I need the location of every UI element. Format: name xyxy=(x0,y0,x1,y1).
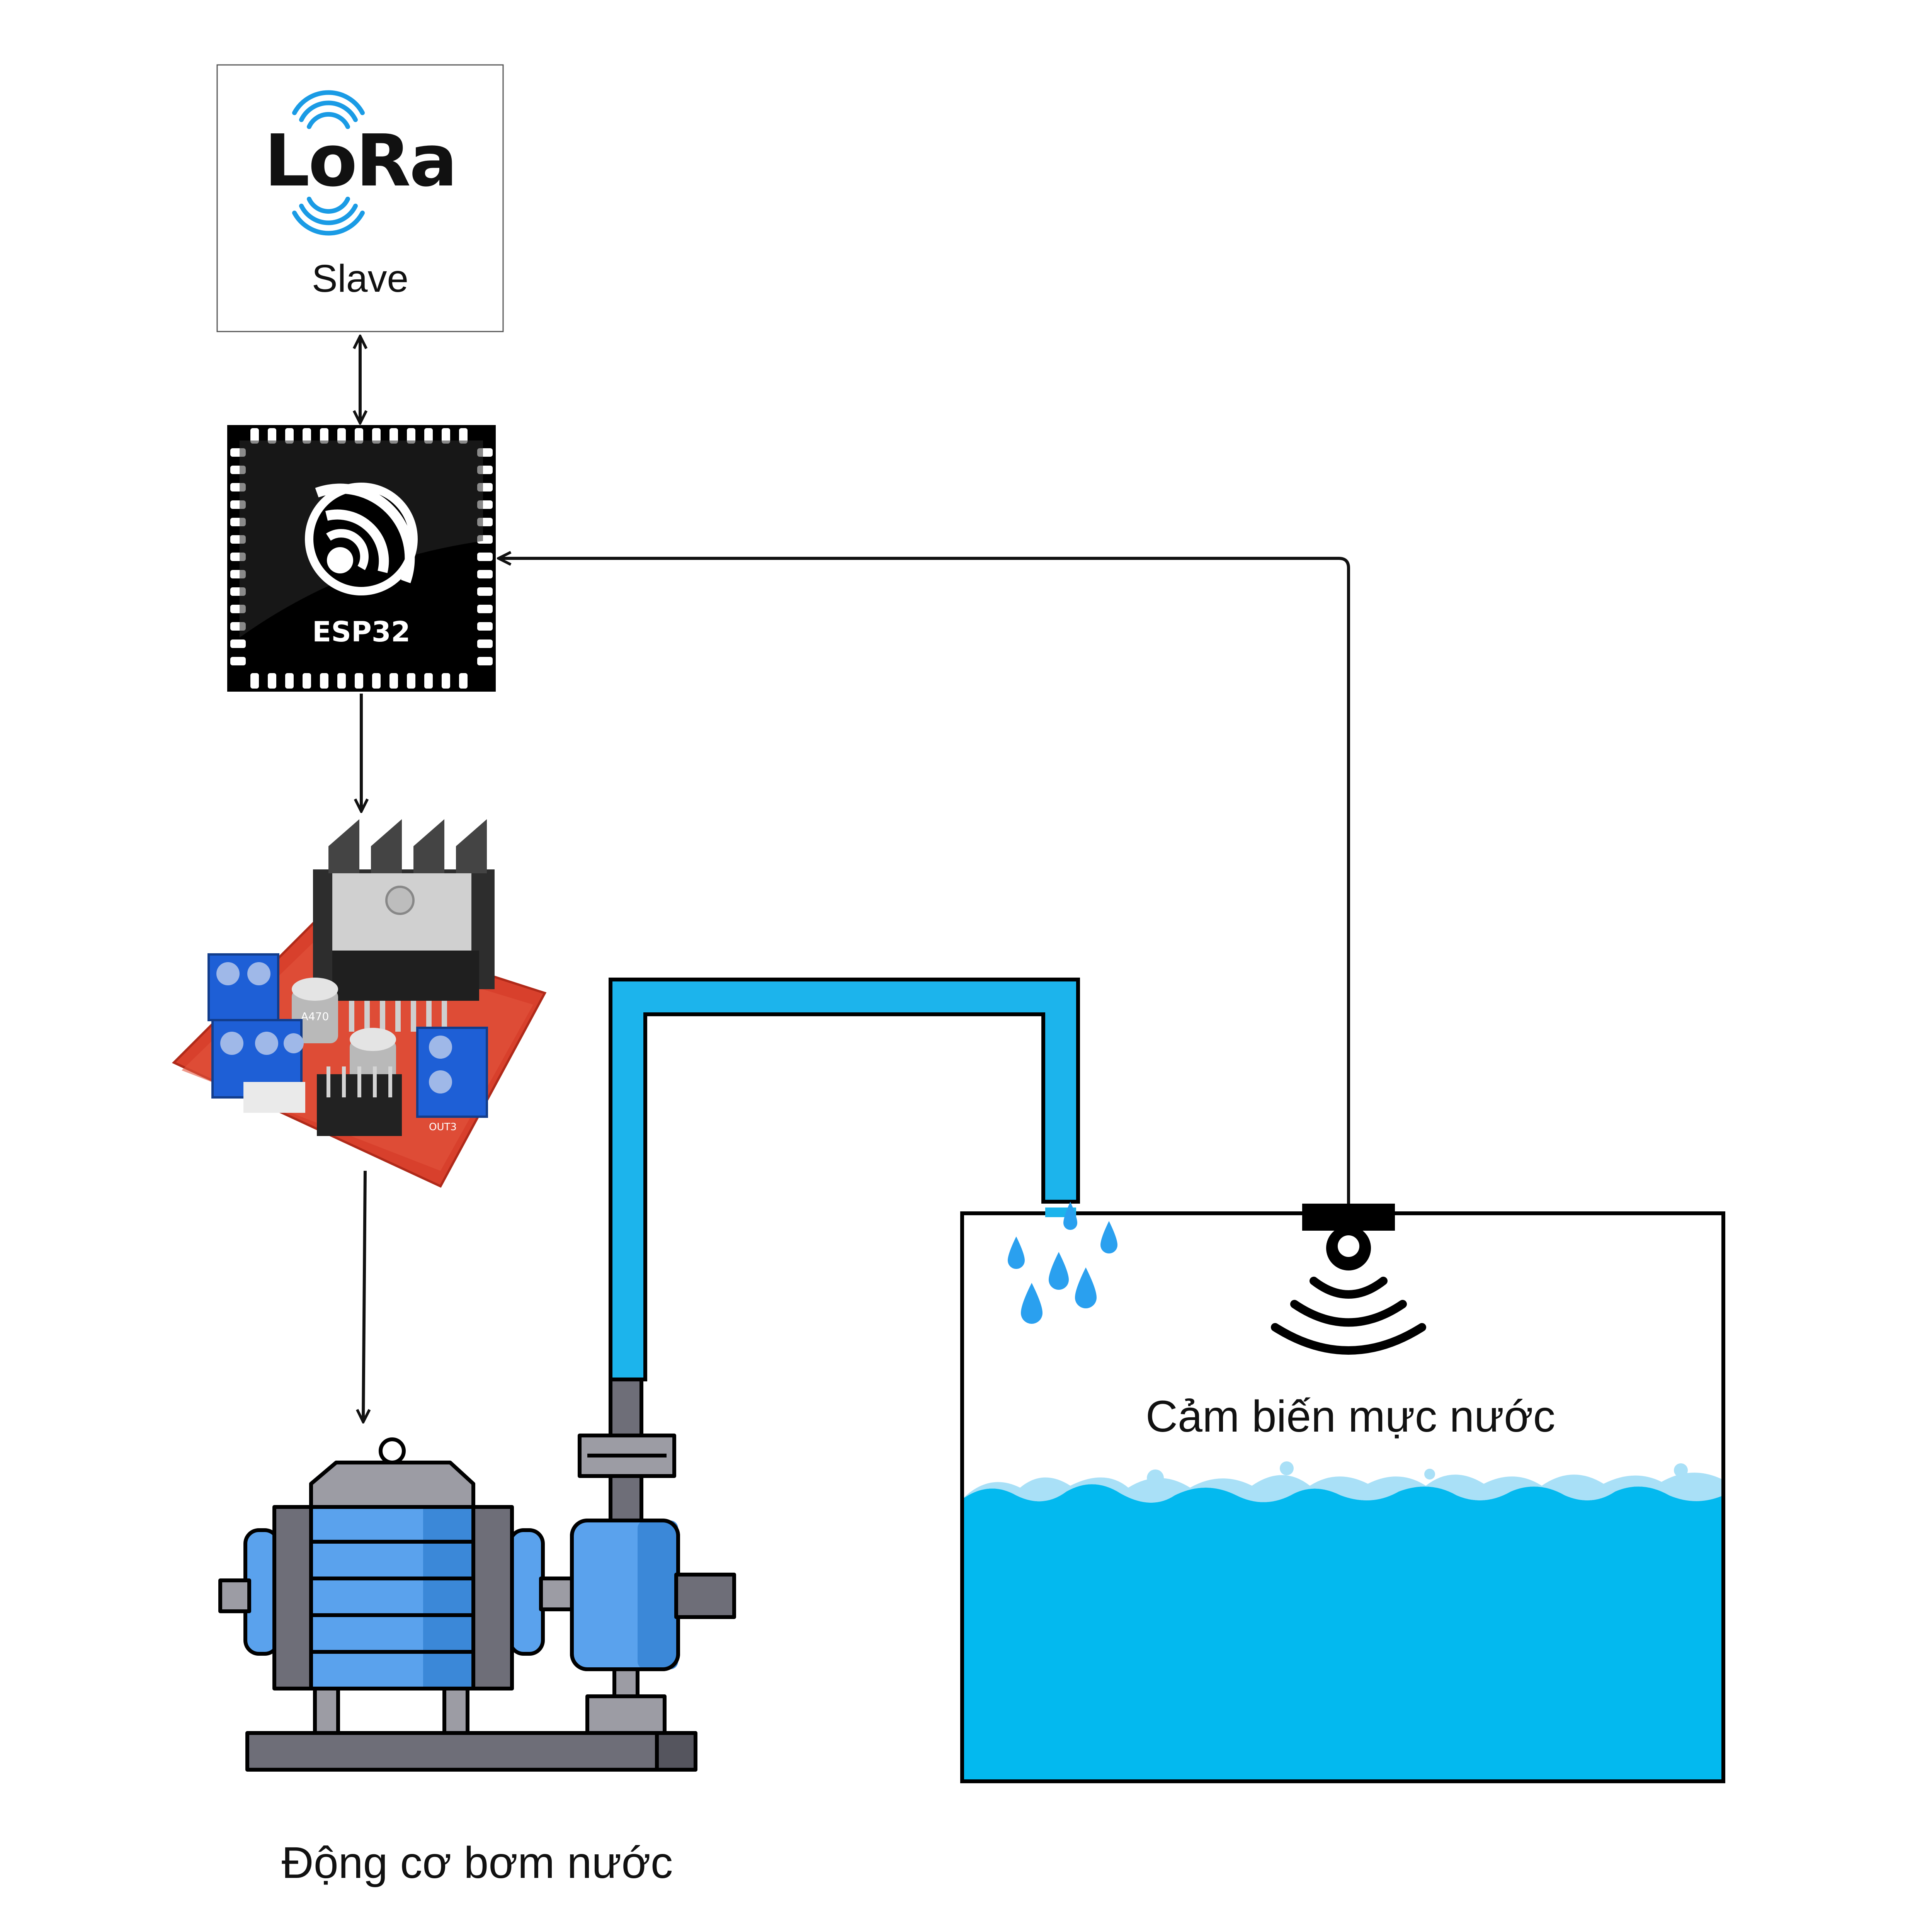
chip-pin xyxy=(337,428,346,444)
driver-capacitor: A470 xyxy=(292,978,338,1043)
capacitor-label: A470 xyxy=(301,1010,329,1023)
esp32-label: ESP32 xyxy=(312,616,410,648)
chip-pin xyxy=(355,428,363,444)
espressif-logo-icon xyxy=(305,483,418,595)
water-tank xyxy=(960,1208,1725,1783)
chip-pin xyxy=(268,428,276,444)
chip-pin xyxy=(285,428,294,444)
chip-pin xyxy=(303,673,311,689)
water-pipe xyxy=(609,978,1080,1381)
driver-header-pins xyxy=(317,1066,402,1136)
chip-pin xyxy=(477,587,493,596)
chip-pin xyxy=(477,553,493,561)
chip-pin xyxy=(285,673,294,689)
lora-signal-icon xyxy=(292,90,365,236)
driver-screw-terminal xyxy=(416,1027,488,1118)
driver-out3-label: OUT3 xyxy=(429,1121,457,1133)
chip-pin xyxy=(337,673,346,689)
chip-pin xyxy=(459,428,468,444)
chip-pin xyxy=(442,673,450,689)
chip-pin xyxy=(320,673,328,689)
driver-screw-terminal xyxy=(207,953,305,1113)
chip-pin xyxy=(230,639,246,648)
water-drops-icon xyxy=(1008,1202,1117,1324)
chip-pin xyxy=(407,428,415,444)
lora-logo-text: LoRa xyxy=(264,119,456,202)
chip-pin xyxy=(250,673,259,689)
chip-pin xyxy=(477,605,493,613)
chip-pin xyxy=(389,673,398,689)
chip-pin xyxy=(303,428,311,444)
water-pump-motor xyxy=(218,1378,736,1772)
chip-pin xyxy=(407,673,415,689)
chip-pin xyxy=(477,622,493,631)
esp32-chip: ESP32 xyxy=(227,425,496,692)
chip-pin xyxy=(250,428,259,444)
chip-pin xyxy=(442,428,450,444)
chip-pin xyxy=(477,639,493,648)
lora-slave-module: LoRa Slave xyxy=(216,64,504,332)
chip-pin xyxy=(477,570,493,578)
chip-pin xyxy=(424,673,433,689)
chip-pin xyxy=(320,428,328,444)
driver-heatsink xyxy=(313,819,495,1001)
chip-pin xyxy=(459,673,468,689)
sensor-esp-signal-arrow xyxy=(498,558,1350,1204)
l298n-motor-driver: A470 xyxy=(172,819,547,1188)
chip-pin xyxy=(372,673,381,689)
water-level-sensor xyxy=(1271,1204,1426,1355)
chip-pin xyxy=(230,657,246,665)
chip-pin xyxy=(477,657,493,665)
chip-pin xyxy=(424,428,433,444)
sensor-wave-icon xyxy=(1271,1277,1426,1355)
lora-slave-label: Slave xyxy=(312,257,408,300)
chip-pin xyxy=(372,428,381,444)
chip-pin xyxy=(355,673,363,689)
lora-logo: LoRa xyxy=(264,90,457,236)
chip-pin xyxy=(389,428,398,444)
chip-pin xyxy=(268,673,276,689)
tank-water xyxy=(962,1484,1723,1781)
sensor-label: Cảm biến mực nước xyxy=(1146,1392,1555,1441)
driver-motor-arrow xyxy=(363,1170,365,1422)
pump-motor-label: Động cơ bơm nước xyxy=(282,1838,673,1888)
